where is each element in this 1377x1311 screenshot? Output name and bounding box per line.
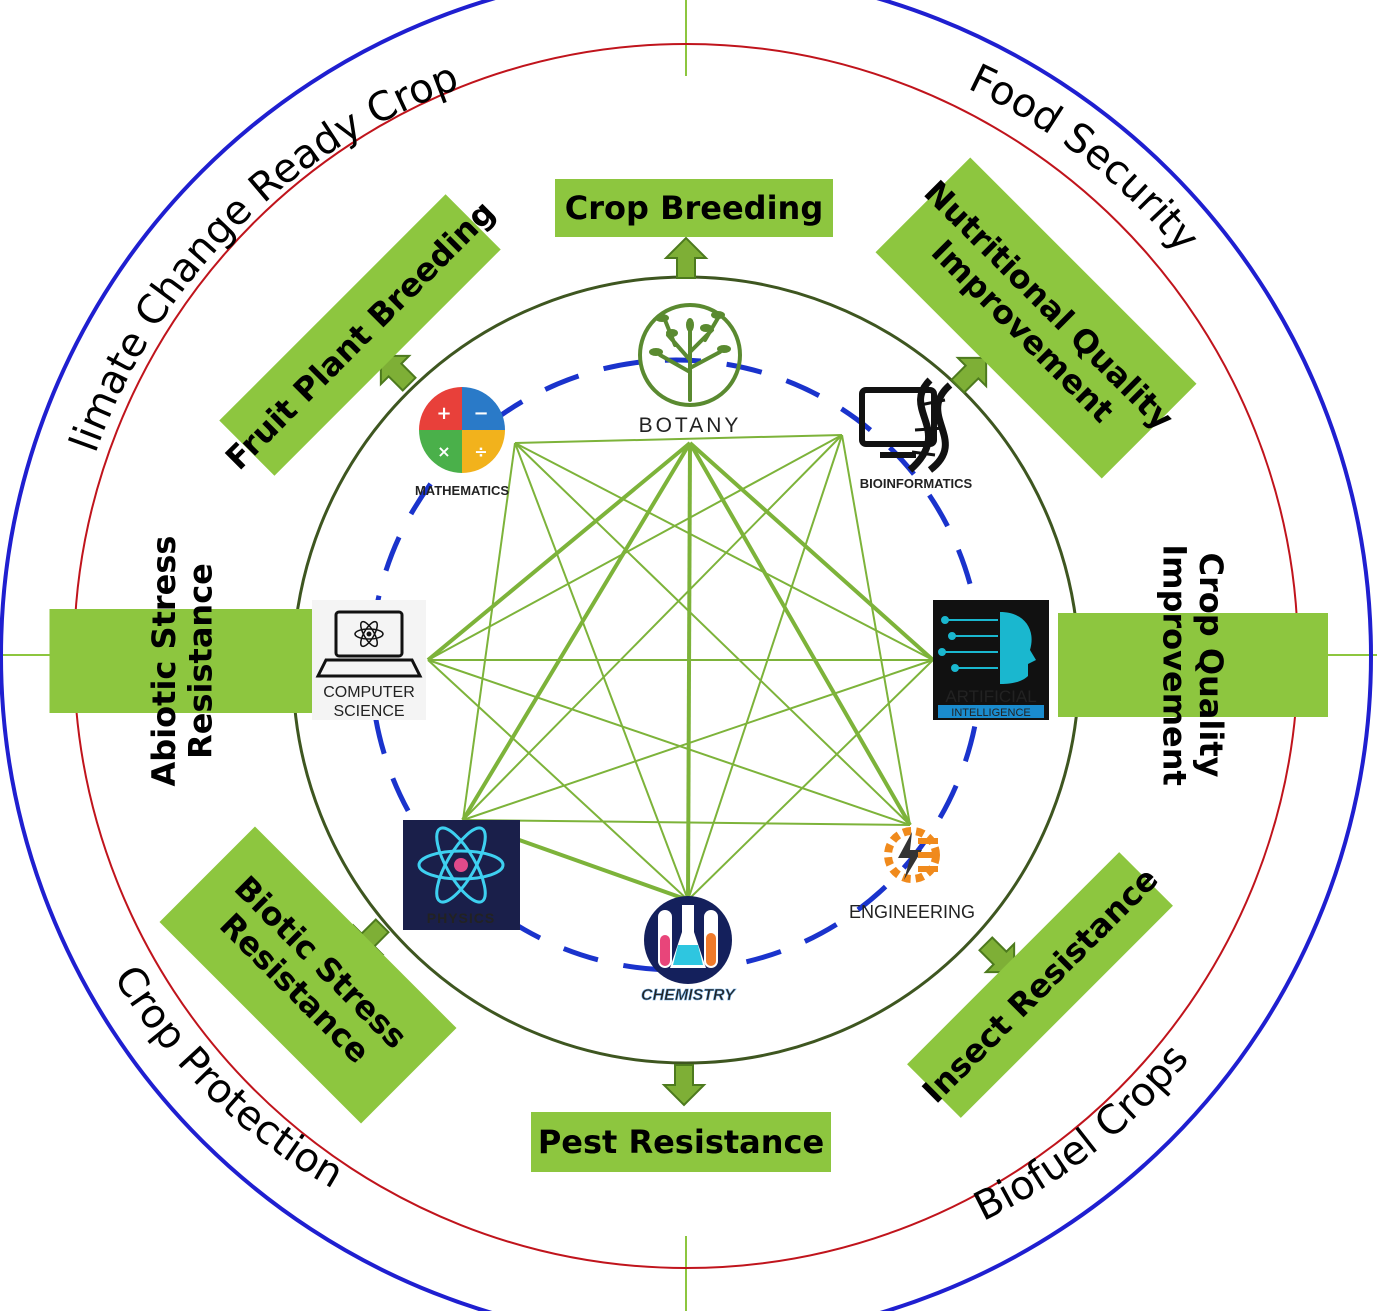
arrow-to-fruit — [379, 354, 417, 392]
connection-line-comp-bio — [427, 434, 843, 661]
discipline-nodes: BOTANY BIOINFORMATICS — [312, 303, 1049, 1004]
svg-text:+: + — [436, 403, 451, 424]
outcome-box-bg — [531, 1112, 831, 1172]
outcome-pest: Pest Resistance — [531, 1112, 831, 1172]
discipline-engineering: ENGINEERING — [849, 827, 975, 922]
outcome-label-crop-breeding: Crop Breeding — [565, 189, 823, 227]
gear-bolt-icon — [884, 827, 940, 883]
connection-line-strong-botany-comp — [426, 441, 692, 662]
discipline-chemistry: CHEMISTRY — [641, 896, 737, 1004]
ai-head-icon — [933, 600, 1049, 720]
connection-line-strong-botany-phys — [461, 441, 692, 822]
label-ai-line2: INTELLIGENCE — [951, 707, 1030, 719]
discipline-ai: ARTIFICIAL INTELLIGENCE — [933, 600, 1049, 720]
connection-line-math-eng — [514, 442, 911, 826]
tree-icon — [638, 303, 742, 407]
outcome-label-insect: Insect Resistance — [915, 860, 1166, 1111]
outcome-label-pest: Pest Resistance — [538, 1123, 824, 1161]
outcome-box-bg — [49, 609, 315, 713]
flask-icon — [644, 896, 732, 984]
label-mathematics: MATHEMATICS — [415, 483, 509, 498]
connection-line-bio-eng — [841, 434, 911, 826]
svg-text:×: × — [437, 442, 450, 461]
connection-line-math-chem — [514, 442, 689, 901]
label-botany: BOTANY — [639, 414, 742, 437]
discipline-bioinformatics: BIOINFORMATICS — [859, 377, 973, 491]
label-engineering: ENGINEERING — [849, 902, 975, 922]
connection-line-comp-eng — [427, 659, 911, 826]
arrow-to-nutritional — [950, 356, 988, 394]
laptop-atom-icon — [312, 600, 426, 720]
connection-line-strong-botany-ai — [688, 441, 935, 662]
discipline-physics: PHYSICS — [403, 820, 520, 930]
outcome-label-abiotic: Resistance — [182, 563, 220, 759]
outcome-box-bg — [555, 179, 833, 237]
outcome-box-bg — [875, 157, 1197, 479]
outcome-label-abiotic: Abiotic Stress — [145, 536, 183, 787]
connection-line-bio-chem — [687, 434, 843, 901]
label-ai-line1: ARTIFICIAL — [945, 687, 1036, 706]
outcome-label-crop-quality: Crop Quality — [1192, 553, 1230, 778]
outer-label-climate: Climate Change Ready Crops — [0, 0, 464, 458]
label-computer-line1: COMPUTER — [323, 684, 415, 701]
discipline-mathematics: + − × ÷ MATHEMATICS — [415, 387, 509, 498]
connection-line-comp-chem — [427, 659, 689, 901]
connection-line-phys-bio — [462, 434, 843, 821]
label-chemistry: CHEMISTRY — [641, 987, 736, 1004]
arrow-to-crop-breeding — [663, 236, 709, 279]
outcome-box-bg — [219, 194, 501, 476]
connection-line-math-bio — [514, 434, 843, 444]
discipline-botany: BOTANY — [638, 303, 742, 437]
math-puzzle-icon: + − × ÷ — [419, 387, 505, 473]
connection-line-ai-chem — [687, 659, 934, 901]
outcome-box-bg — [907, 852, 1173, 1118]
connection-line-math-phys — [462, 442, 516, 821]
svg-text:−: − — [473, 403, 488, 424]
connection-line-math-ai — [514, 442, 934, 661]
outcome-box-bg — [159, 826, 457, 1124]
label-physics: PHYSICS — [427, 910, 495, 926]
discipline-computer: COMPUTER SCIENCE — [312, 600, 426, 720]
connection-line-strong-botany-chem — [686, 442, 692, 901]
connection-line-phys-ai — [462, 659, 934, 821]
dna-monitor-icon — [859, 377, 953, 473]
connection-line-strong-botany-eng — [688, 442, 912, 826]
label-computer-line2: SCIENCE — [333, 703, 404, 720]
discipline-connections — [426, 434, 935, 902]
outcome-label-crop-quality: Improvement — [1155, 544, 1193, 786]
svg-text:÷: ÷ — [474, 442, 487, 461]
atom-icon — [403, 820, 520, 930]
outcome-crop-breeding: Crop Breeding — [555, 179, 833, 237]
label-bioinformatics: BIOINFORMATICS — [860, 476, 973, 491]
outcome-box-bg — [1058, 613, 1328, 717]
arrow-to-pest — [661, 1064, 707, 1107]
